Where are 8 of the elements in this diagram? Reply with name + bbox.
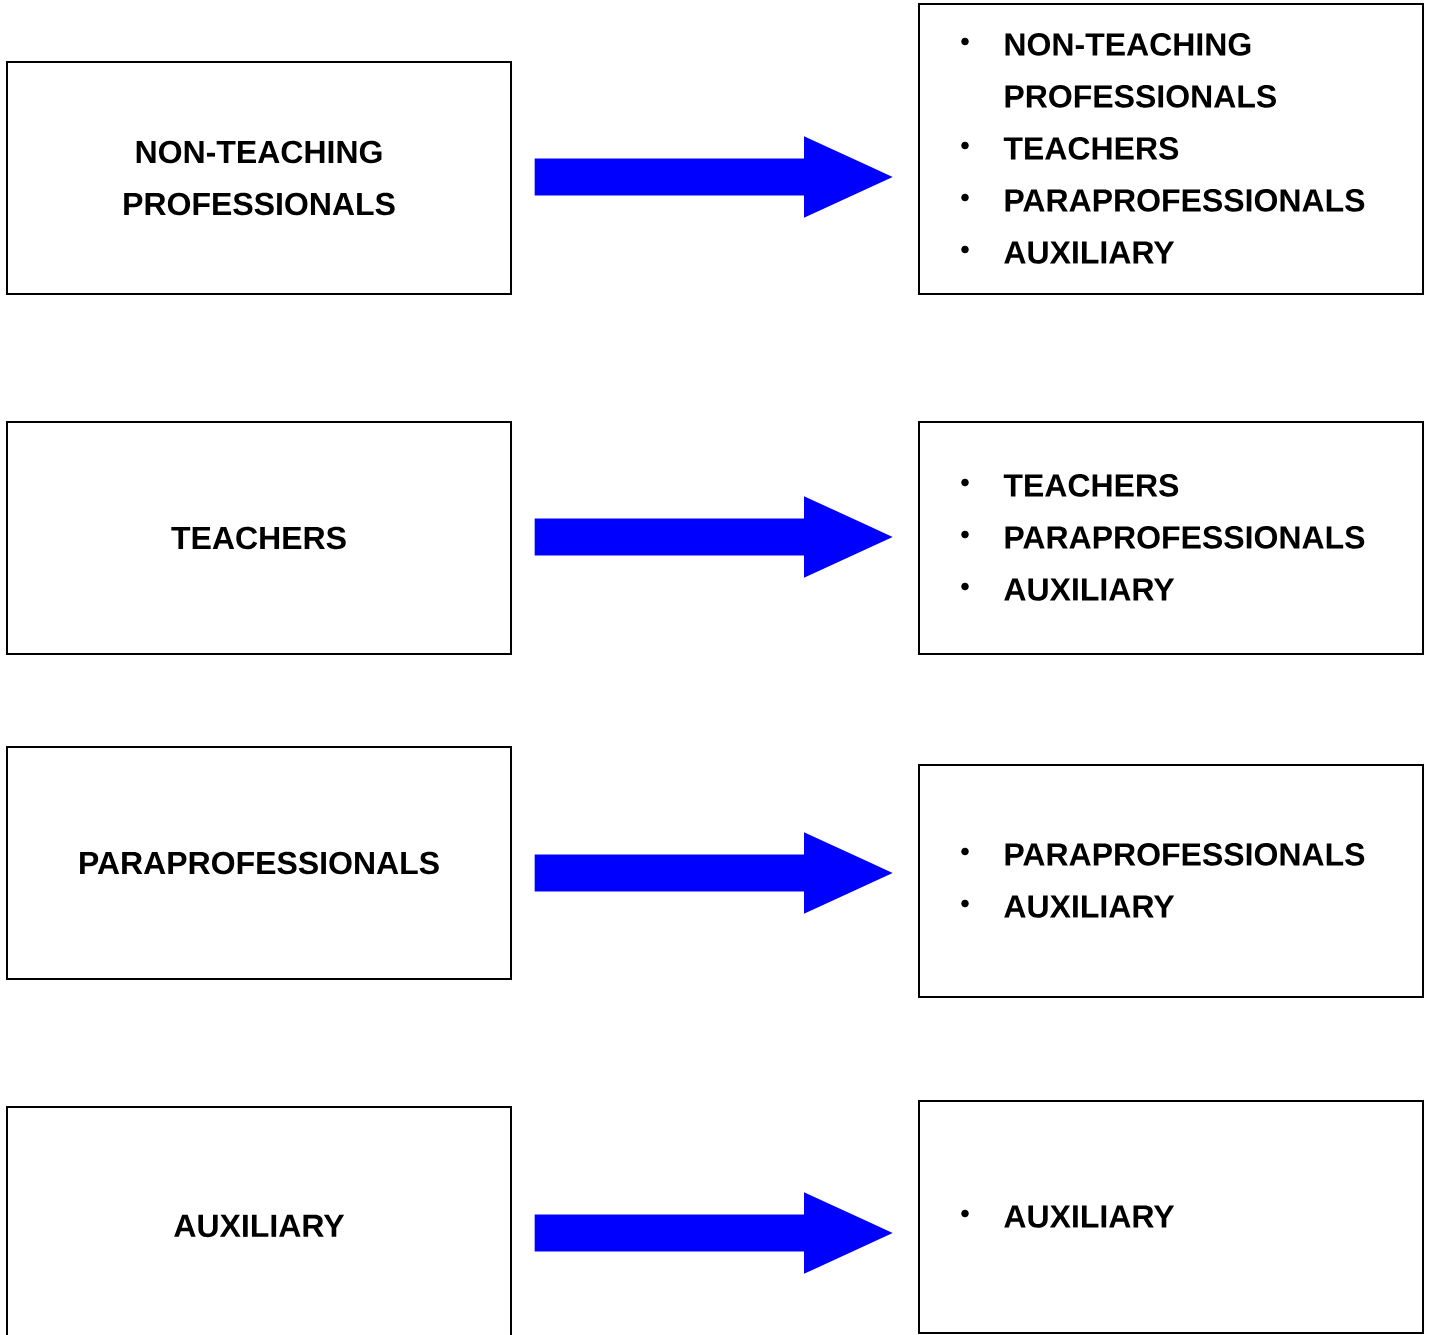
- bullet-list-box: AUXILIARY: [918, 1100, 1424, 1334]
- category-box: PARAPROFESSIONALS: [6, 746, 512, 980]
- bullet-list-box: NON-TEACHING PROFESSIONALS TEACHERS PARAPROFESSIONALS AUXILIARY: [918, 3, 1424, 295]
- category-box: AUXILIARY: [6, 1106, 512, 1335]
- bullet-list-box: PARAPROFESSIONALS AUXILIARY: [918, 764, 1424, 998]
- category-box: TEACHERS: [6, 421, 512, 655]
- category-box: NON-TEACHING PROFESSIONALS: [6, 61, 512, 295]
- bullet-list-box: TEACHERS PARAPROFESSIONALS AUXILIARY: [918, 421, 1424, 655]
